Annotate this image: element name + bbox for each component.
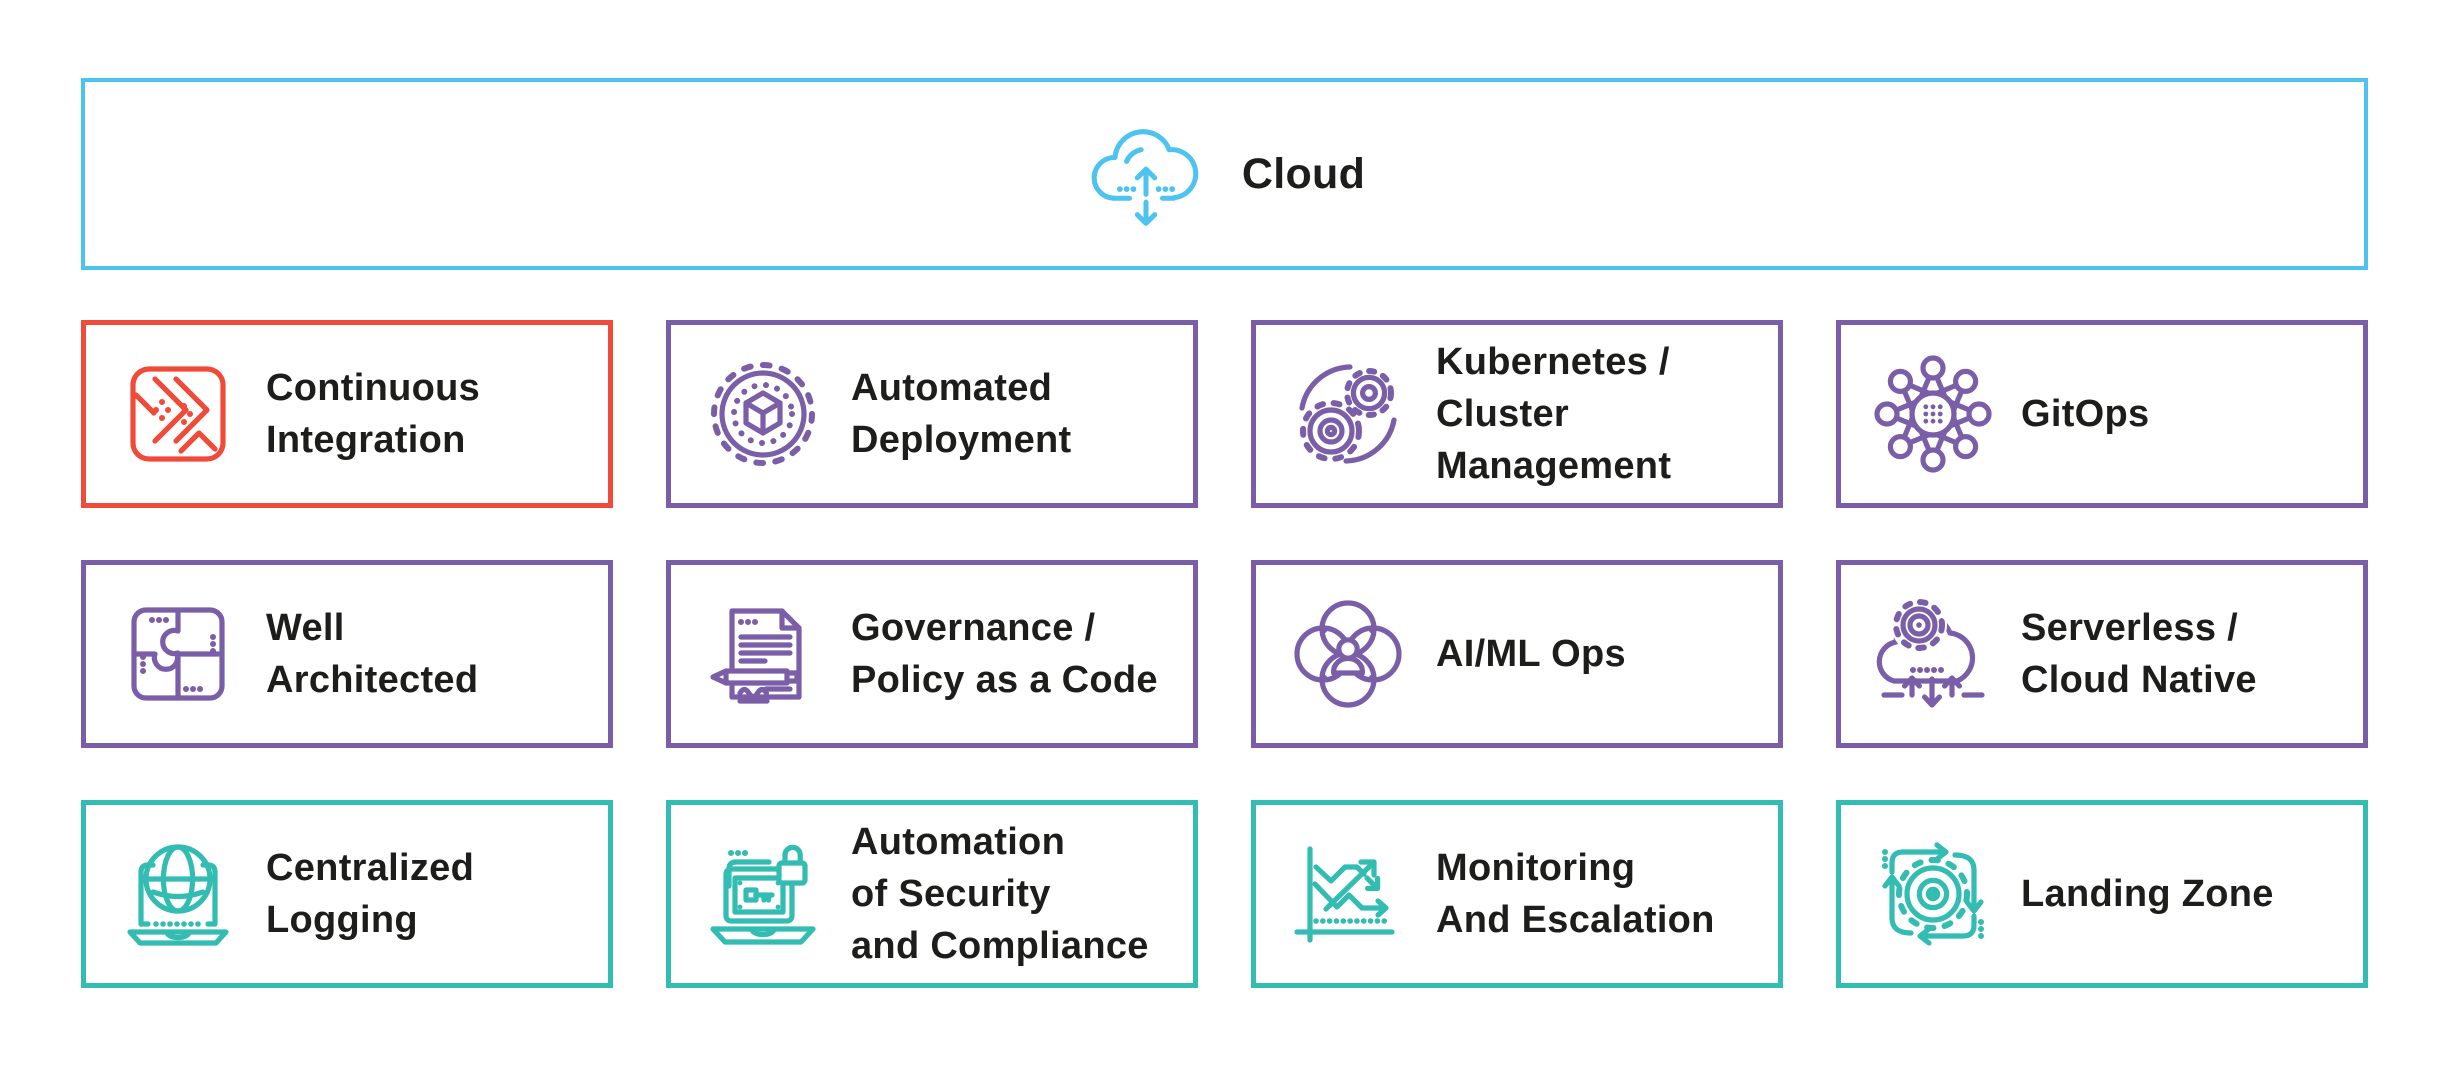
capability-grid: Continuous Integration Automated Deploym…: [81, 320, 2368, 988]
landing-zone-label: Landing Zone: [2021, 872, 2274, 915]
card-well-architected: Well Architected: [81, 560, 613, 748]
card-continuous-integration: Continuous Integration: [81, 320, 613, 508]
card-gitops: GitOps: [1836, 320, 2368, 508]
card-monitoring-and-escalation: Monitoring And Escalation: [1251, 800, 1783, 988]
kubernetes-cluster-management-label: Kubernetes / Cluster Management: [1436, 340, 1672, 488]
card-ai-ml-ops: AI/ML Ops: [1251, 560, 1783, 748]
card-automated-deployment: Automated Deployment: [666, 320, 1198, 508]
serverless-cloud-native-icon: [1869, 590, 1997, 718]
centralized-logging-label: Centralized Logging: [266, 846, 475, 941]
continuous-integration-label: Continuous Integration: [266, 366, 481, 461]
security-compliance-icon: [699, 830, 827, 958]
card-centralized-logging: Centralized Logging: [81, 800, 613, 988]
gitops-icon: [1869, 350, 1997, 478]
ai-ml-ops-label: AI/ML Ops: [1436, 632, 1626, 675]
governance-policy-as-a-code-label: Governance / Policy as a Code: [851, 606, 1158, 701]
automation-of-security-and-compliance-label: Automation of Security and Compliance: [851, 820, 1149, 968]
card-kubernetes-cluster-management: Kubernetes / Cluster Management: [1251, 320, 1783, 508]
ai-ml-ops-icon: [1284, 590, 1412, 718]
cloud-icon: [1084, 112, 1208, 236]
diagram: Cloud Continuous Integration: [81, 78, 2368, 988]
gitops-label: GitOps: [2021, 392, 2150, 435]
card-landing-zone: Landing Zone: [1836, 800, 2368, 988]
well-architected-label: Well Architected: [266, 606, 479, 701]
card-automation-of-security-and-compliance: Automation of Security and Compliance: [666, 800, 1198, 988]
serverless-cloud-native-label: Serverless / Cloud Native: [2021, 606, 2257, 701]
monitoring-and-escalation-label: Monitoring And Escalation: [1436, 846, 1715, 941]
governance-policy-icon: [699, 590, 827, 718]
continuous-integration-icon: [114, 350, 242, 478]
well-architected-icon: [114, 590, 242, 718]
cloud-label: Cloud: [1241, 149, 1366, 198]
landing-zone-icon: [1869, 830, 1997, 958]
monitoring-escalation-icon: [1284, 830, 1412, 958]
card-serverless-cloud-native: Serverless / Cloud Native: [1836, 560, 2368, 748]
automated-deployment-icon: [699, 350, 827, 478]
automated-deployment-label: Automated Deployment: [851, 366, 1072, 461]
centralized-logging-icon: [114, 830, 242, 958]
kubernetes-cluster-icon: [1284, 350, 1412, 478]
cloud-banner: Cloud: [81, 78, 2368, 270]
card-governance-policy-as-a-code: Governance / Policy as a Code: [666, 560, 1198, 748]
